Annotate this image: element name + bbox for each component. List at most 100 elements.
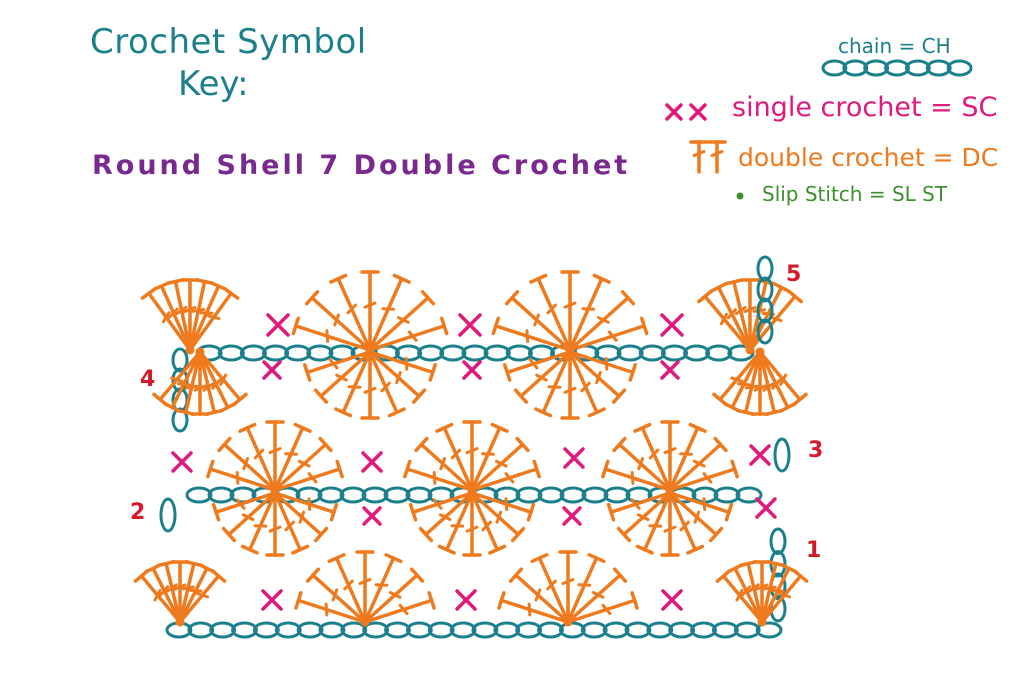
chain-stitch bbox=[187, 621, 215, 639]
single-crochet-mark bbox=[458, 313, 482, 337]
chain-stitch bbox=[449, 621, 477, 639]
shell-center bbox=[270, 485, 280, 495]
chain-stitch bbox=[361, 486, 389, 504]
chain-stitch bbox=[384, 621, 411, 639]
double-crochet-stitch bbox=[668, 491, 734, 522]
turning-chain-row3 bbox=[773, 437, 791, 473]
chain-stitch bbox=[711, 621, 739, 639]
double-crochet-stitch bbox=[273, 491, 339, 522]
single-crochet-mark bbox=[755, 497, 777, 519]
row-4 bbox=[152, 347, 808, 420]
key-sc-symbol-1 bbox=[665, 103, 683, 121]
shell-row1-half-left bbox=[133, 560, 227, 627]
single-crochet-mark bbox=[660, 360, 680, 380]
double-crochet-stitch bbox=[668, 491, 705, 555]
row-number-5: 5 bbox=[786, 262, 802, 287]
double-crochet-stitch bbox=[470, 436, 530, 492]
double-crochet-stitch bbox=[368, 350, 437, 382]
chain-stitch bbox=[946, 59, 973, 77]
shell-row1-half-right bbox=[715, 560, 809, 627]
chain-stitch bbox=[756, 297, 774, 324]
shell-row5-half-left bbox=[140, 278, 240, 355]
chain-stitch bbox=[537, 486, 565, 504]
stitch-chart bbox=[133, 255, 809, 639]
double-crochet-stitch bbox=[612, 436, 672, 492]
chain-stitch bbox=[683, 344, 711, 362]
double-crochet-stitch bbox=[414, 436, 474, 492]
key-dc-symbol bbox=[689, 140, 727, 174]
row-2 bbox=[211, 488, 777, 557]
double-crochet-stitch bbox=[355, 550, 375, 624]
chain-stitch bbox=[756, 276, 774, 303]
chain-stitch bbox=[306, 344, 334, 362]
chain-stitch bbox=[159, 497, 177, 533]
shell-center bbox=[745, 345, 755, 355]
double-crochet-stitch bbox=[265, 420, 285, 492]
shell-row4-a bbox=[303, 347, 437, 420]
key-slip-stitch-label: Slip Stitch = SL ST bbox=[762, 182, 948, 206]
chain-stitch bbox=[925, 59, 952, 77]
chain-stitch bbox=[580, 621, 608, 639]
double-crochet-stitch bbox=[606, 491, 672, 522]
double-crochet-stitch bbox=[558, 550, 578, 624]
chain-stitch bbox=[207, 486, 235, 504]
double-crochet-stitch bbox=[601, 459, 672, 492]
double-crochet-stitch bbox=[504, 290, 572, 352]
chain-stitch bbox=[713, 486, 741, 504]
double-crochet-stitch bbox=[758, 350, 808, 407]
double-crochet-stitch bbox=[273, 436, 333, 492]
shell-center bbox=[365, 345, 375, 355]
double-crochet-stitch bbox=[470, 422, 509, 492]
chain-stitch bbox=[427, 621, 455, 639]
single-crochet-mark bbox=[455, 589, 477, 611]
double-crochet-stitch bbox=[363, 567, 425, 624]
chain-stitch bbox=[603, 486, 631, 504]
key-chain-symbol bbox=[821, 59, 973, 77]
double-crochet-stitch bbox=[329, 273, 372, 352]
chain-stitch bbox=[559, 486, 587, 504]
single-crochet-mark bbox=[660, 313, 684, 337]
double-crochet-stitch bbox=[368, 290, 436, 352]
shell-center bbox=[755, 347, 765, 357]
shell-center bbox=[185, 345, 195, 355]
double-crochet-stitch bbox=[188, 286, 240, 352]
double-crochet-stitch bbox=[273, 422, 312, 492]
double-crochet-stitch bbox=[470, 491, 536, 522]
double-crochet-stitch bbox=[668, 436, 728, 492]
double-crochet-stitch bbox=[238, 422, 277, 492]
single-crochet-mark bbox=[361, 451, 383, 473]
row-number-4: 4 bbox=[140, 367, 156, 392]
shell-center bbox=[195, 347, 205, 357]
double-crochet-stitch bbox=[534, 350, 572, 418]
key-symbols bbox=[665, 59, 973, 200]
chain-stitch bbox=[756, 318, 774, 345]
double-crochet-stitch bbox=[760, 569, 809, 624]
double-crochet-stitch bbox=[668, 459, 739, 492]
shell-row3-b bbox=[403, 420, 541, 495]
shell-row1-b bbox=[497, 550, 639, 627]
chain-stitch bbox=[296, 621, 324, 639]
shell-row5-a bbox=[291, 270, 449, 355]
chain-stitch bbox=[705, 344, 733, 362]
double-crochet-stitch bbox=[303, 350, 372, 382]
double-crochet-stitch bbox=[418, 491, 474, 543]
double-crochet-stitch bbox=[707, 140, 727, 174]
chain-stitch bbox=[646, 621, 674, 639]
chain-stitch bbox=[594, 344, 622, 362]
chain-stitch bbox=[602, 621, 630, 639]
shell-row5-half-right bbox=[697, 278, 803, 355]
double-crochet-stitch bbox=[568, 290, 636, 352]
double-crochet-stitch bbox=[360, 350, 380, 420]
shell-row3-c bbox=[601, 420, 739, 495]
shell-row3-a bbox=[206, 420, 344, 495]
key-title-line1: Crochet Symbol bbox=[90, 22, 367, 62]
double-crochet-stitch bbox=[529, 273, 572, 352]
chain-stitch bbox=[842, 59, 869, 77]
double-crochet-stitch bbox=[470, 459, 541, 492]
key-sc-symbol-2 bbox=[689, 103, 707, 121]
chain-stitch bbox=[624, 621, 652, 639]
double-crochet-stitch bbox=[497, 591, 570, 624]
double-crochet-stitch bbox=[198, 350, 248, 407]
key-single-crochet-label: single crochet = SC bbox=[732, 92, 998, 123]
chain-stitch bbox=[405, 621, 433, 639]
